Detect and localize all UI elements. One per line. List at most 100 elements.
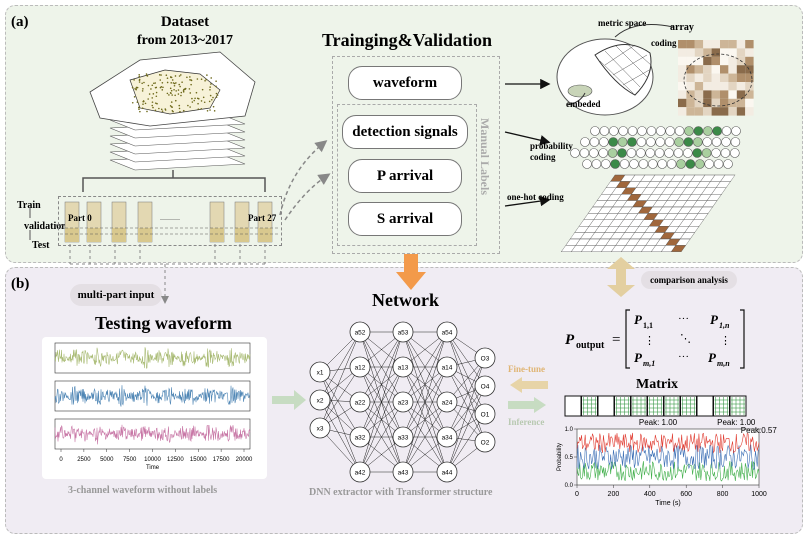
prob-circle xyxy=(617,137,628,147)
svg-text:P: P xyxy=(634,312,643,327)
heatmap-cell xyxy=(678,65,687,74)
prob-circle xyxy=(618,126,629,136)
heatmap-cell xyxy=(686,90,695,99)
network-node xyxy=(436,321,458,343)
heatmap-cell xyxy=(745,107,754,116)
network-node xyxy=(349,461,371,483)
heatmap-cell xyxy=(745,73,754,82)
network-node xyxy=(349,321,371,343)
dataset-years: from 2013~2017 xyxy=(136,33,234,48)
split-lines xyxy=(29,208,65,240)
network-node-label: x1 xyxy=(317,370,324,377)
formula-subscript: output xyxy=(576,340,605,351)
probability-trace xyxy=(576,432,760,454)
network-edge xyxy=(446,385,486,438)
heatmap-cell xyxy=(686,48,695,57)
prob-circle xyxy=(692,148,702,158)
prob-circle xyxy=(693,137,703,147)
waveform-to-network-arrow xyxy=(272,390,306,410)
prob-circle xyxy=(608,126,619,136)
waveform-caption: 3-channel waveform without labels xyxy=(68,485,218,496)
parts-container xyxy=(58,196,282,246)
prob-circle xyxy=(683,137,694,147)
prob-circle xyxy=(683,148,693,158)
network-edge xyxy=(446,385,486,473)
heatmap-cell xyxy=(728,82,737,91)
network-edge xyxy=(446,357,486,438)
prob-circle xyxy=(654,148,665,158)
waveform-trace xyxy=(54,424,251,445)
heatmap-cell xyxy=(703,48,712,57)
prob-circle xyxy=(626,148,637,158)
prob-circle xyxy=(617,148,627,158)
prob-x-tick-label: 200 xyxy=(608,491,620,498)
network-edge xyxy=(359,331,404,473)
heatmap-cell xyxy=(720,98,729,108)
heatmap-cell xyxy=(736,40,746,49)
prob-circle xyxy=(665,126,675,136)
network-node-label: a42 xyxy=(355,470,366,477)
heatmap-cell xyxy=(745,56,754,66)
heatmap-cell xyxy=(678,107,687,116)
network-edge xyxy=(319,366,361,429)
heatmap-cell xyxy=(711,56,720,66)
heatmap-cell xyxy=(686,98,695,108)
coding-label: coding xyxy=(651,38,677,48)
network-node xyxy=(309,417,331,439)
training-title: Trainging&Validation xyxy=(322,30,493,50)
prob-circle xyxy=(693,126,704,136)
prob-circle xyxy=(637,126,647,136)
prob-circle xyxy=(608,137,619,147)
matrix-cell xyxy=(597,395,615,417)
heatmap-cell xyxy=(711,40,720,49)
svg-text:1,1: 1,1 xyxy=(643,321,653,330)
network-node-label: a24 xyxy=(442,400,453,407)
heatmap-cell xyxy=(703,56,712,66)
waveform-tick-label: 5000 xyxy=(100,457,114,463)
array-label: array xyxy=(670,22,694,33)
fine-tune-label: Fine-tune xyxy=(508,364,545,374)
heatmap-cell xyxy=(736,82,746,91)
heatmap-cell xyxy=(736,73,746,82)
prob-circle xyxy=(591,159,602,169)
network-node-label: a44 xyxy=(442,470,453,477)
svg-text:⋮: ⋮ xyxy=(644,335,655,347)
prob-circle xyxy=(721,137,731,147)
probability-coding-label-1: probability xyxy=(530,141,573,151)
heatmap-cell xyxy=(720,73,729,82)
prob-circle xyxy=(619,159,630,169)
dataset-bracket xyxy=(82,170,266,192)
waveform-tick-label: 17500 xyxy=(213,457,230,463)
waveform-trace xyxy=(54,347,251,369)
prob-y-tick-label: 0.5 xyxy=(565,455,574,461)
inference-label: Inference xyxy=(508,417,545,427)
network-node-label: x2 xyxy=(317,398,324,405)
network-node xyxy=(474,375,496,397)
network-node xyxy=(349,426,371,448)
heatmap-cell xyxy=(711,65,720,74)
waveform-tick-label: 0 xyxy=(59,457,63,463)
prob-circle xyxy=(666,159,677,169)
svg-text:···: ··· xyxy=(678,313,689,325)
prob-circle xyxy=(674,126,685,136)
comparison-analysis-pill: comparison analysis xyxy=(641,271,737,289)
heatmap-cell xyxy=(728,107,737,116)
multi-part-input-pill: multi-part input xyxy=(70,284,162,306)
prob-circle xyxy=(638,159,649,169)
heatmap-cell xyxy=(745,48,754,57)
matrix-cell xyxy=(614,395,631,417)
prob-circle xyxy=(600,159,611,169)
network-node-label: a14 xyxy=(442,365,453,372)
prob-x-tick-label: 0 xyxy=(575,491,579,498)
testing-waveform-title: Testing waveform xyxy=(95,313,232,333)
waveform-tick-label: 2500 xyxy=(77,457,91,463)
metric-space-illustration xyxy=(556,24,674,116)
network-caption: DNN extractor with Transformer structure xyxy=(309,487,493,498)
network-node-label: a12 xyxy=(355,365,366,372)
matrix-cell xyxy=(713,395,730,417)
waveform-box: waveform xyxy=(348,66,462,100)
prob-circle xyxy=(684,126,694,136)
heatmap-cell xyxy=(736,107,746,116)
heatmap-cell xyxy=(703,98,712,108)
